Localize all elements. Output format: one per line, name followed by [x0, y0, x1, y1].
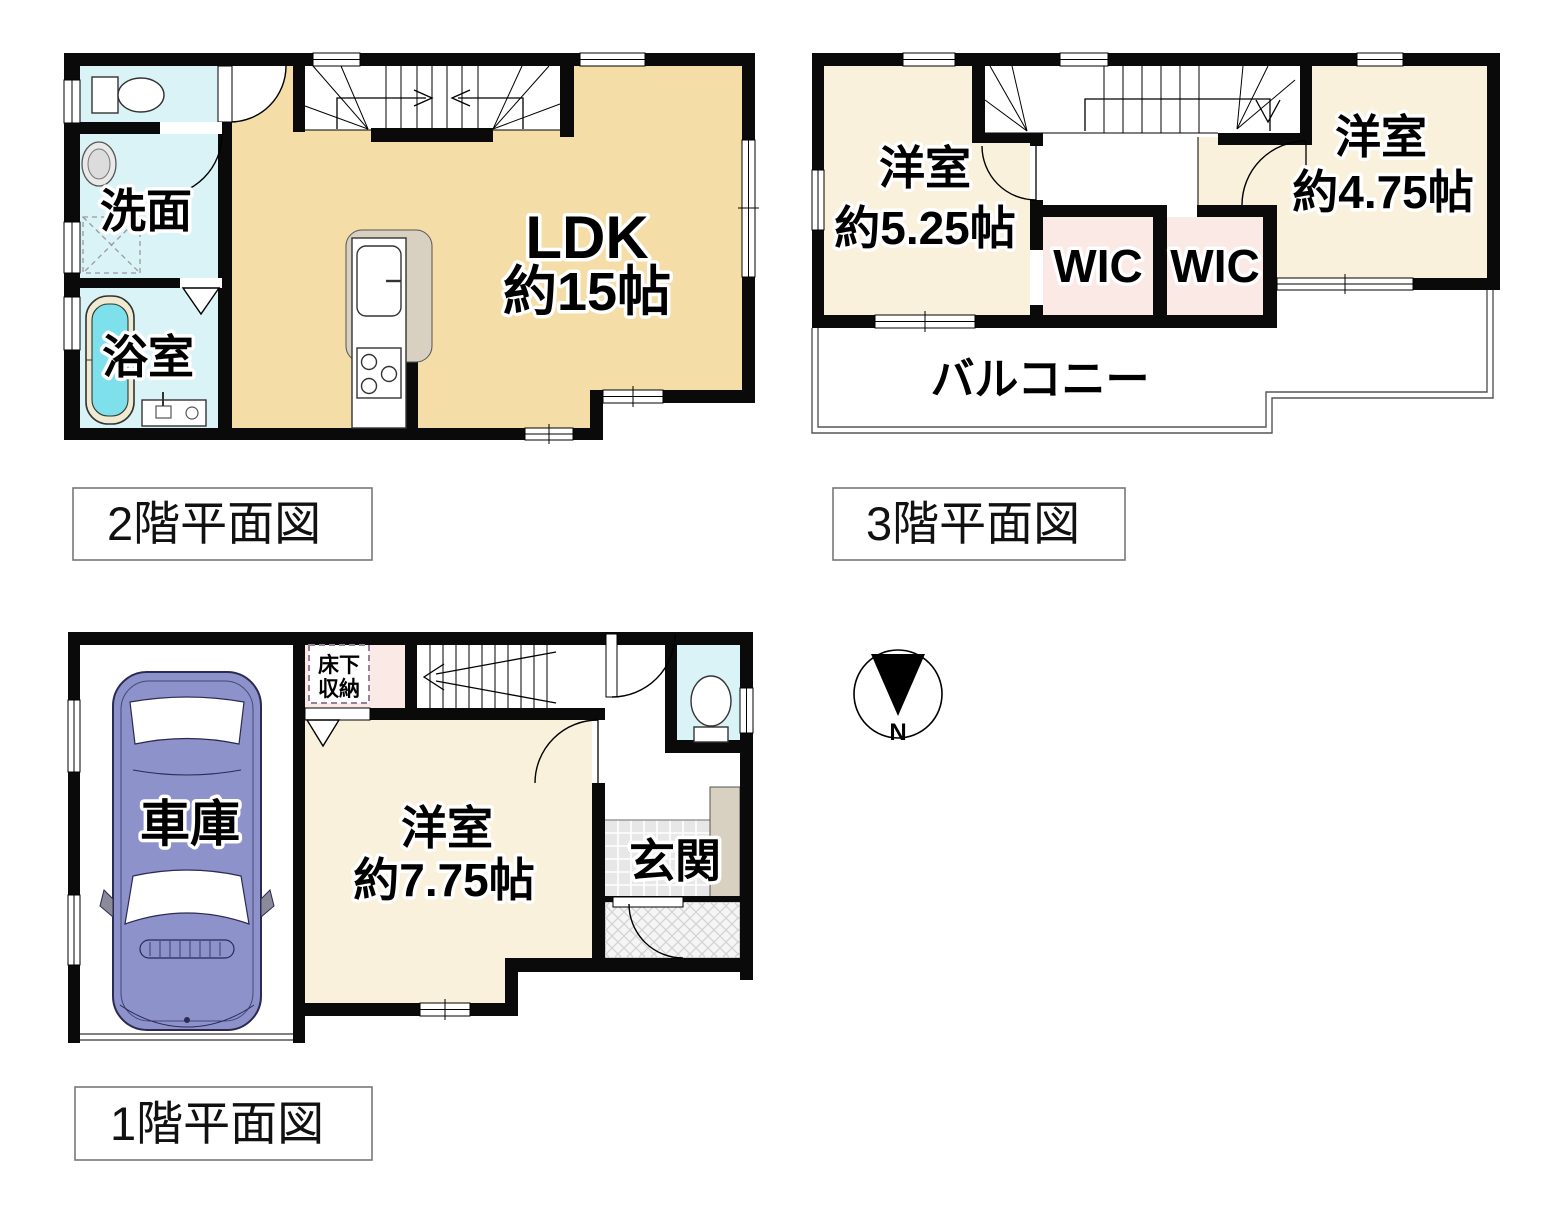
- underfloor-storage-icon: 床下 収納: [308, 644, 370, 704]
- storage-opening: [304, 707, 371, 721]
- label-ldk-size: 約15帖: [503, 262, 671, 322]
- title-2f: 2階平面図: [107, 497, 321, 550]
- windows-2f: [63, 52, 759, 444]
- room-bedroom-1f: [305, 720, 592, 1003]
- doors-1f: [534, 633, 684, 959]
- title-box-1f: [74, 1086, 373, 1161]
- stove-icon: [356, 347, 402, 399]
- room-wic-left: [1043, 217, 1153, 315]
- folding-door-1f-icon: [305, 719, 341, 748]
- bathtub-icon: [85, 295, 135, 425]
- balcony-outline: [811, 290, 1494, 434]
- label-entrance: 玄関: [629, 835, 721, 887]
- plan-3f: 洋室 約5.25帖 洋室 約4.75帖 WIC WIC バルコニー: [811, 52, 1500, 434]
- room-bedroom-3f-left: [824, 66, 1030, 315]
- garage-door-icon: [80, 1030, 293, 1043]
- title-box-3f: [832, 487, 1126, 561]
- label-ldk: LDK: [525, 204, 648, 271]
- title-3f: 3階平面図: [866, 497, 1080, 550]
- label-bedroom-3f-left: 洋室: [879, 142, 971, 194]
- entrance-porch: [604, 901, 741, 959]
- toilet-1f-icon: [690, 675, 732, 743]
- room-bedroom-3f-right: [1198, 66, 1487, 278]
- stairs-2f-icon: [304, 65, 561, 131]
- doors-3f: [981, 137, 1307, 217]
- toilet-2f-icon: [91, 76, 165, 114]
- shoe-cabinet-icon: [709, 786, 741, 898]
- plan-titles: 2階平面図 3階平面図 1階平面図: [72, 487, 1126, 1161]
- sink-icon: [81, 141, 117, 187]
- entrance-tile: [605, 819, 710, 897]
- stairs-up-arrow-icon: [422, 663, 445, 691]
- label-wic-right: WIC: [1170, 240, 1259, 292]
- plan-2f: LDK 約15帖 洗面 浴室: [63, 52, 759, 444]
- title-1f: 1階平面図: [110, 1097, 324, 1150]
- door-swing-toilet-2f: [230, 66, 286, 122]
- label-underfloor-1: 床下: [318, 653, 360, 677]
- bath-counter-icon: [141, 392, 207, 427]
- room-wic-right: [1167, 217, 1263, 315]
- label-bedroom-3f-right-size: 約4.75帖: [1292, 166, 1474, 218]
- label-bathroom: 浴室: [102, 331, 194, 383]
- plan-1f: 床下 収納: [67, 632, 754, 1043]
- stairs-down-arrow-icon: [1255, 99, 1281, 124]
- stairs-1f-icon: [417, 645, 560, 708]
- washing-machine-space-icon: [82, 216, 141, 274]
- doors-2f: [159, 65, 233, 316]
- label-bedroom-3f-left-size: 約5.25帖: [834, 202, 1016, 254]
- label-washroom: 洗面: [100, 185, 192, 237]
- walls-3f: [812, 53, 1500, 328]
- hall-3f: [1043, 133, 1198, 205]
- label-wic-left: WIC: [1053, 240, 1142, 292]
- label-bedroom-1f: 洋室: [401, 802, 493, 854]
- title-box-2f: [72, 487, 373, 561]
- compass-icon: N: [853, 649, 943, 746]
- compass-north-label: N: [889, 719, 906, 746]
- label-underfloor-2: 収納: [318, 677, 360, 701]
- windows-1f: [67, 687, 754, 1020]
- stairs-3f-icon: [984, 65, 1300, 134]
- kitchen-counter-icon: [345, 229, 433, 429]
- label-bedroom-3f-right: 洋室: [1335, 111, 1427, 163]
- windows-3f: [811, 52, 1414, 332]
- label-bedroom-1f-size: 約7.75帖: [353, 854, 535, 906]
- label-balcony: バルコニー: [930, 355, 1149, 404]
- label-garage: 車庫: [140, 796, 240, 852]
- folding-door-bath-icon: [181, 287, 221, 316]
- car-icon: [99, 671, 275, 1031]
